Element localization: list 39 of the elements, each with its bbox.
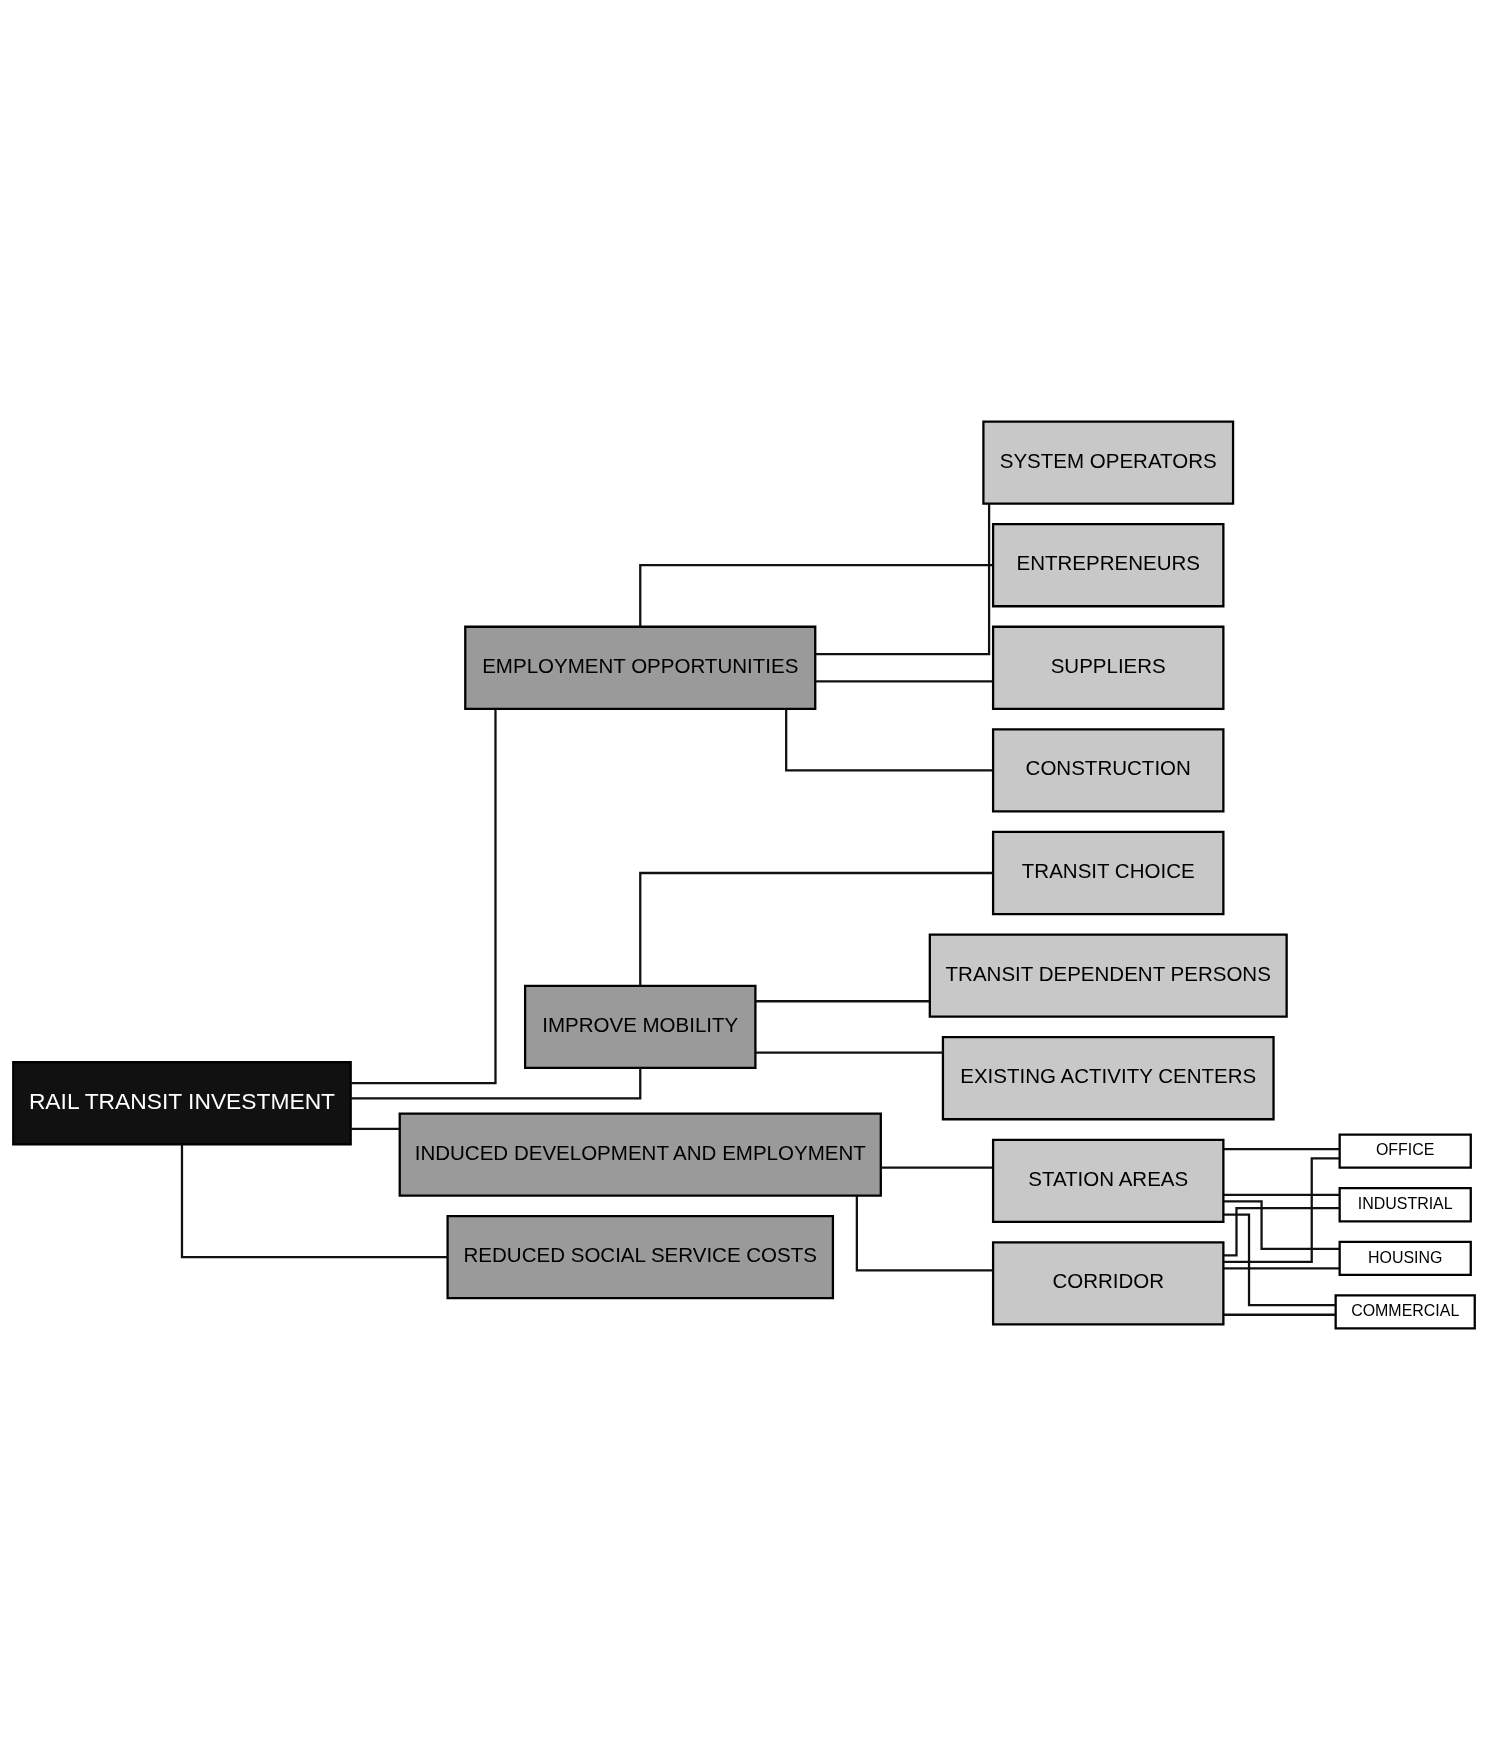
connector — [815, 503, 991, 656]
node-box: SUPPLIERS — [991, 625, 1225, 710]
node-box: TRANSIT DEPENDENT PERSONS — [928, 933, 1288, 1018]
node-box: STATION AREAS — [991, 1138, 1225, 1223]
connector — [639, 871, 993, 986]
node-box: SYSTEM OPERATORS — [982, 420, 1235, 505]
connector — [855, 1195, 993, 1272]
connector — [1223, 1213, 1336, 1307]
connector — [351, 1127, 400, 1131]
connector — [1223, 1157, 1340, 1263]
node-box: HOUSING — [1338, 1240, 1472, 1276]
connector — [755, 1051, 943, 1054]
node-box: INDUSTRIAL — [1338, 1187, 1472, 1223]
connector — [1223, 1200, 1340, 1250]
node-box: REDUCED SOCIAL SERVICE COSTS — [446, 1215, 835, 1300]
connector — [180, 1144, 448, 1259]
connector — [1223, 1193, 1340, 1196]
node-box: CORRIDOR — [991, 1241, 1225, 1326]
connector — [1223, 1206, 1340, 1257]
connector — [1223, 1267, 1340, 1270]
node-box: TRANSIT CHOICE — [991, 830, 1225, 916]
connector — [881, 1166, 993, 1169]
node-box: IMPROVE MOBILITY — [524, 984, 757, 1070]
connector — [755, 1000, 930, 1003]
node-box: EMPLOYMENT OPPORTUNITIES — [464, 625, 817, 710]
node-box: EXISTING ACTIVITY CENTERS — [941, 1036, 1275, 1121]
connector — [351, 709, 497, 1085]
node-box: INDUCED DEVELOPMENT AND EMPLOYMENT — [398, 1112, 882, 1197]
connector — [1223, 1313, 1336, 1316]
connector — [815, 680, 993, 683]
node-box: RAIL TRANSIT INVESTMENT — [12, 1061, 352, 1146]
connector — [351, 1068, 642, 1100]
node-box: ENTREPRENEURS — [991, 523, 1225, 608]
connector — [785, 708, 993, 772]
connector — [1223, 1147, 1340, 1151]
node-box: CONSTRUCTION — [991, 728, 1225, 813]
node-box: COMMERCIAL — [1334, 1294, 1476, 1330]
connector — [639, 564, 993, 627]
node-box: OFFICE — [1338, 1133, 1472, 1169]
